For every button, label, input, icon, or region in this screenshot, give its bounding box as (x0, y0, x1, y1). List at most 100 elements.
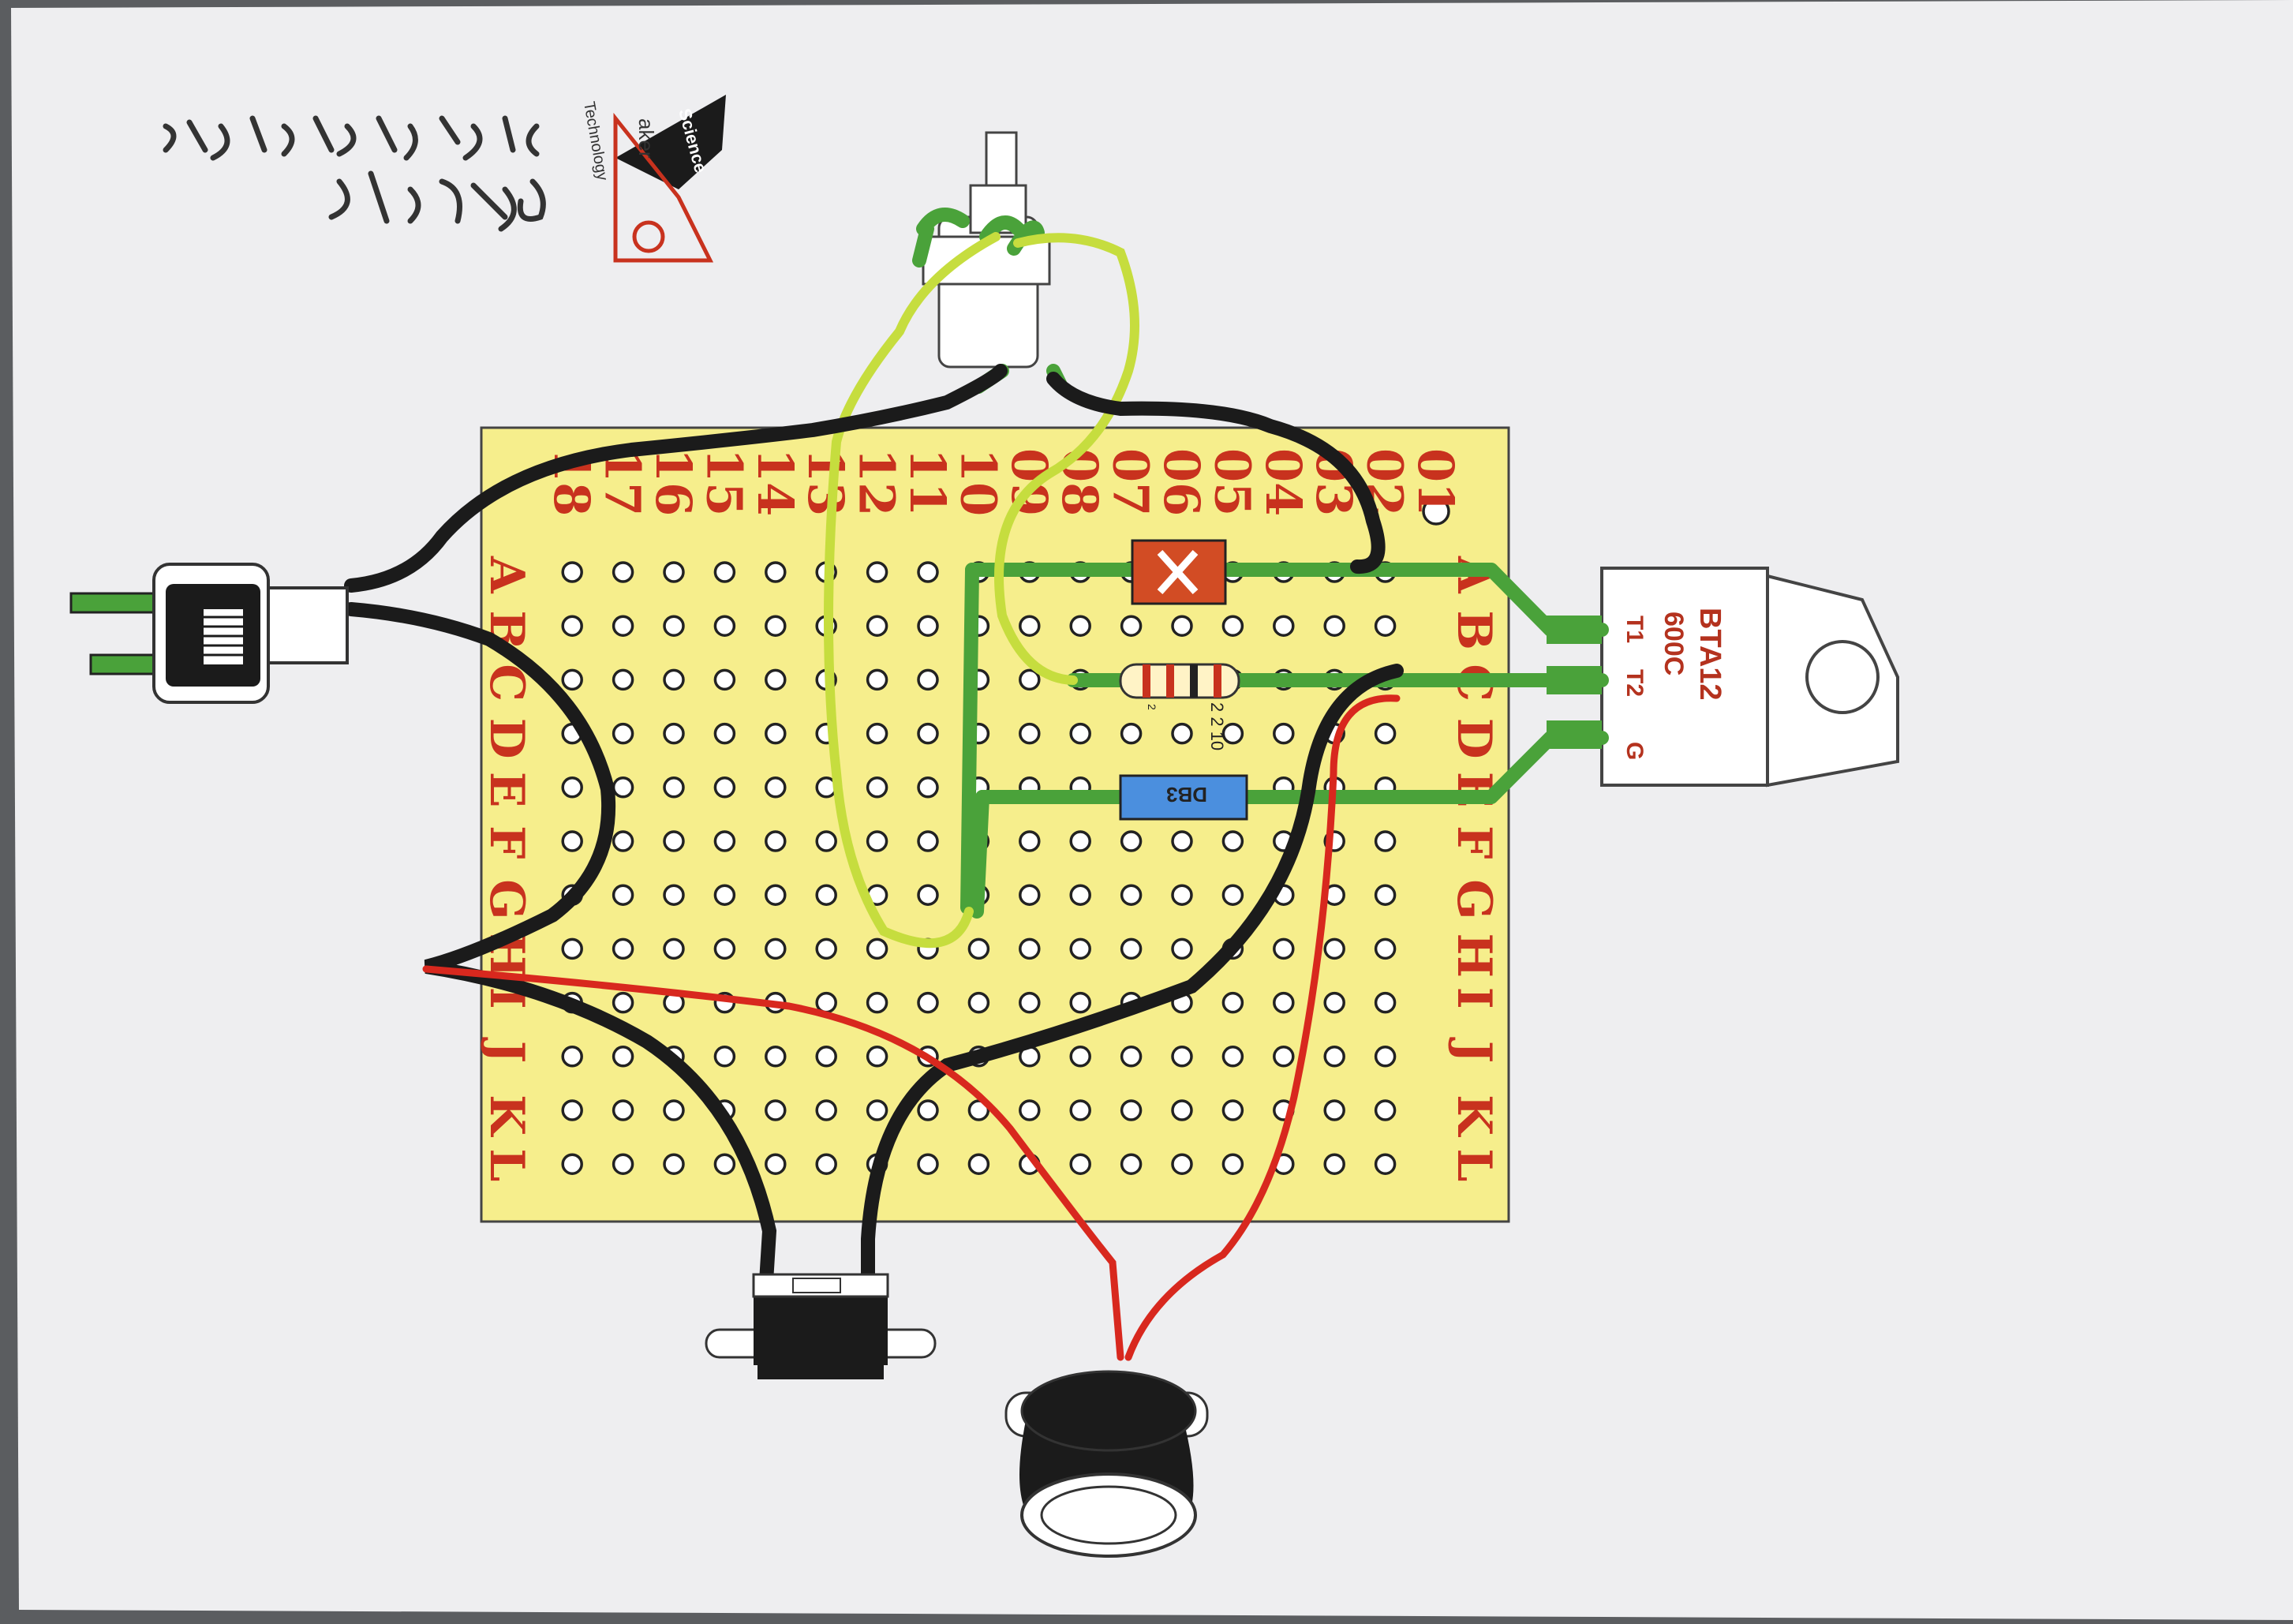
column-label-left: D (479, 718, 534, 759)
column-label-right: K (1446, 1095, 1502, 1137)
board-hole (866, 830, 888, 852)
board-hole (1019, 1099, 1041, 1121)
board-hole (612, 830, 634, 852)
column-label-right: B (1446, 610, 1502, 650)
column-label-right: G (1446, 879, 1502, 919)
board-hole (713, 884, 736, 906)
board-hole (561, 615, 583, 637)
board-hole (1019, 668, 1041, 691)
triac-rating-label: 600C (1659, 612, 1689, 675)
board-hole (765, 776, 787, 799)
board-hole (1019, 884, 1041, 906)
row-label: 16 (645, 448, 702, 516)
row-label: 13 (797, 448, 855, 516)
board-hole (815, 1153, 837, 1175)
column-label-right: D (1446, 718, 1502, 759)
board-hole (663, 615, 685, 637)
board-hole (713, 722, 736, 745)
board-hole (663, 1099, 685, 1121)
diac-label: DB3 (1166, 783, 1207, 806)
board-hole (713, 668, 736, 691)
board-hole (866, 937, 888, 960)
board-hole (1171, 1153, 1193, 1175)
column-label-left: K (479, 1095, 534, 1137)
row-label: 12 (848, 448, 906, 516)
diac-db3: DB3 (1119, 774, 1248, 821)
board-hole (967, 991, 990, 1014)
board-hole (1120, 1099, 1143, 1121)
board-hole (612, 884, 634, 906)
board-hole (917, 1099, 939, 1121)
board-hole (765, 1046, 787, 1068)
board-hole (1273, 722, 1295, 745)
board-hole (612, 937, 634, 960)
board-hole (765, 561, 787, 583)
triac-part-label: BTA12 (1693, 608, 1726, 701)
board-hole (713, 1046, 736, 1068)
board-hole (1019, 830, 1041, 852)
red-wire (422, 694, 1401, 1361)
row-label: 05 (1203, 448, 1261, 516)
board-hole (1374, 991, 1397, 1014)
black-wires (344, 364, 1404, 1301)
board-hole (561, 668, 583, 691)
board-hole (1019, 722, 1041, 745)
board-hole (815, 830, 837, 852)
green-pads (1547, 616, 1602, 749)
resistor-code-label: 2 2 10 (1207, 702, 1227, 750)
board-hole (1273, 937, 1295, 960)
board-hole (815, 1046, 837, 1068)
board-hole (866, 668, 888, 691)
board-hole (917, 561, 939, 583)
board-hole (1323, 1099, 1345, 1121)
board-hole (561, 561, 583, 583)
board-hole (1019, 991, 1041, 1014)
board-hole (765, 1153, 787, 1175)
row-label: 01 (1407, 448, 1464, 516)
lamp-socket (1004, 1370, 1209, 1558)
board-hole (1171, 884, 1193, 906)
yellow-green-wire (824, 232, 1139, 949)
row-label: 08 (1051, 448, 1109, 516)
mounting-hole (1422, 497, 1450, 526)
board-hole (663, 937, 685, 960)
board-hole (815, 1099, 837, 1121)
board-hole (765, 830, 787, 852)
board-hole (612, 776, 634, 799)
board-hole (1221, 884, 1244, 906)
row-label: 09 (1001, 448, 1058, 516)
board-hole (1374, 830, 1397, 852)
board-hole (612, 991, 634, 1014)
board-hole (866, 722, 888, 745)
board-hole (1069, 991, 1091, 1014)
board-hole (1120, 615, 1143, 637)
perfboard (480, 426, 1510, 1223)
board-hole (866, 1046, 888, 1068)
board-hole (1221, 991, 1244, 1014)
board-hole (663, 830, 685, 852)
board-hole (967, 1153, 990, 1175)
rocker-switch (705, 1273, 937, 1379)
power-plug (69, 563, 349, 704)
triac-pin-g-label: G (1622, 742, 1648, 760)
board-hole (663, 884, 685, 906)
board-hole (1273, 615, 1295, 637)
board-hole (663, 561, 685, 583)
board-hole (1120, 937, 1143, 960)
board-hole (713, 776, 736, 799)
board-hole (1323, 937, 1345, 960)
column-label-right: J (1446, 1037, 1502, 1063)
board-hole (917, 830, 939, 852)
board-hole (663, 722, 685, 745)
board-hole (1120, 830, 1143, 852)
board-hole (561, 1099, 583, 1121)
row-label: 04 (1255, 448, 1312, 516)
board-hole (713, 937, 736, 960)
board-hole (713, 1153, 736, 1175)
board-hole (1069, 937, 1091, 960)
board-hole (1069, 615, 1091, 637)
board-hole (1374, 722, 1397, 745)
board-hole (1120, 722, 1143, 745)
